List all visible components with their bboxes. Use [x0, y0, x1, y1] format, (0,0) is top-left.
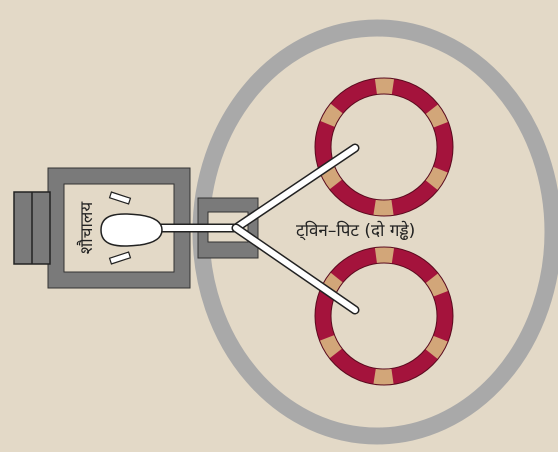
twin-pit-label: ट्विन–पिट (दो गड्ढे)	[296, 220, 415, 241]
toilet-pan	[100, 191, 163, 265]
lower-pit	[314, 246, 454, 386]
door	[13, 191, 51, 265]
pipes	[155, 143, 360, 315]
upper-pit	[314, 77, 454, 217]
toilet-label: शौचालय	[76, 201, 97, 255]
